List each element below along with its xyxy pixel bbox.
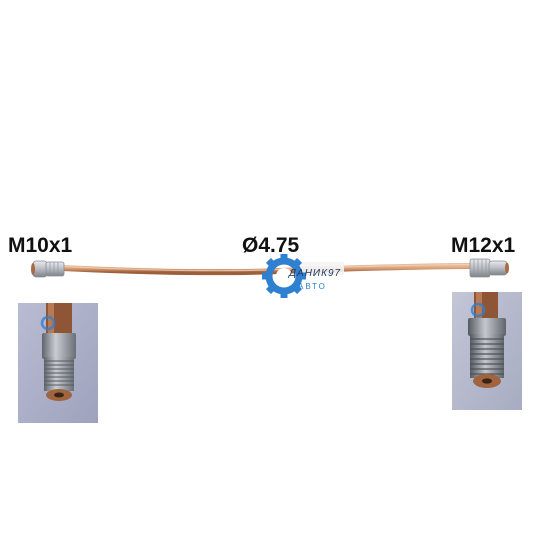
left-fitting-closeup	[18, 303, 98, 423]
watermark-brand: ДАНИК97	[288, 268, 341, 279]
gear-icon	[262, 254, 306, 298]
right-thread-label: M12x1	[451, 234, 516, 257]
watermark-sub: АВТО	[298, 282, 327, 291]
left-fitting	[31, 260, 65, 278]
right-fitting-closeup	[452, 292, 522, 410]
diameter-label: Ø4.75	[242, 234, 300, 257]
left-thread-label: M10x1	[8, 234, 73, 257]
right-fitting	[469, 258, 509, 278]
tube-sticker	[300, 262, 344, 275]
watermark-logo: ДАНИК97 АВТО	[262, 254, 341, 298]
